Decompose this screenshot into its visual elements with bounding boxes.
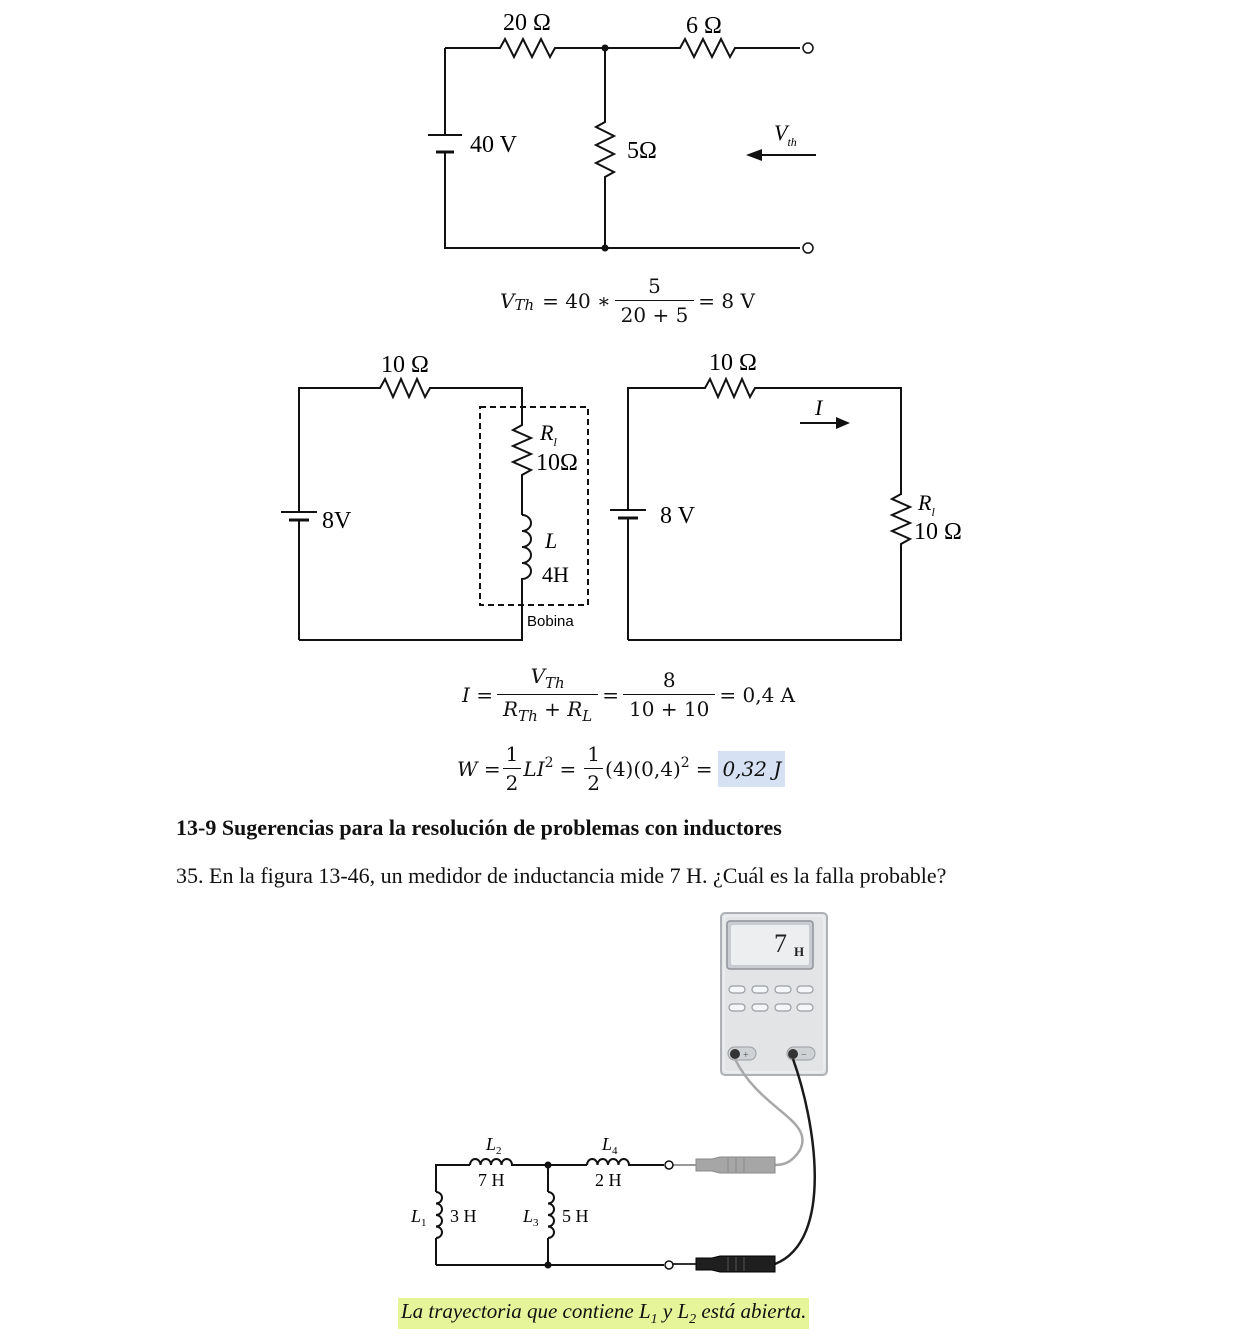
- current-fraction-2-numerator: 8: [662, 668, 676, 692]
- vth-subscript: Th: [514, 295, 535, 314]
- answer-caption: La trayectoria que contiene L1 y L2 está…: [398, 1298, 810, 1330]
- vth-equals-40: = 40 ∗: [542, 288, 611, 313]
- load-resistance-symbol: Rl: [917, 490, 935, 519]
- energy-li: LI: [523, 756, 545, 781]
- meter-buttons[interactable]: [728, 985, 814, 1012]
- vth-fraction: 5 20 + 5: [614, 274, 695, 327]
- coil-box-label: Bobina: [527, 613, 574, 630]
- coil-resistance-value: 10Ω: [536, 450, 578, 476]
- energy-half-2: 1 2: [584, 742, 604, 795]
- meter-reading: 7: [774, 929, 787, 958]
- energy-equals-2: =: [695, 756, 713, 781]
- coil-resistance-symbol: Rl: [539, 420, 557, 449]
- coil-circuit-diagram: 10 Ω 8V Rl 10Ω L 4H Bobina: [281, 352, 589, 641]
- inductor-l4-value: 2 H: [595, 1170, 622, 1190]
- energy-substitution: (4)(0,4): [605, 756, 681, 781]
- inductor-l1-label: L1: [410, 1206, 427, 1229]
- vth-label: Vth: [774, 120, 797, 149]
- current-fraction-2-denominator: 10 + 10: [623, 694, 716, 721]
- negative-probe[interactable]: [672, 1255, 776, 1273]
- meter-minus-sign: −: [801, 1050, 807, 1061]
- meter-negative-jack[interactable]: [788, 1049, 798, 1059]
- inductance-meter-figure: 7 H + − L2 7 H L4 2 H L1 3 H L3: [410, 912, 828, 1273]
- vth-result: = 8 V: [698, 288, 755, 313]
- inductor-value: 4H: [542, 562, 569, 587]
- inductor-l2-label: L2: [485, 1134, 502, 1157]
- inductor-symbol: L: [544, 528, 557, 553]
- inductor-l3-label: L3: [522, 1206, 539, 1229]
- meter-negative-lead: [774, 1058, 816, 1266]
- current-result: = 0,4 A: [719, 682, 796, 707]
- load-resistance-value: 10 Ω: [914, 519, 962, 545]
- meter-plus-sign: +: [743, 1050, 749, 1061]
- positive-probe[interactable]: [672, 1156, 776, 1174]
- resistor-5-label: 5Ω: [627, 138, 657, 164]
- inductor-l1-value: 3 H: [450, 1206, 477, 1226]
- equiv-circuit-source-label: 8 V: [660, 503, 696, 529]
- coil-circuit-r-label: 10 Ω: [381, 352, 429, 378]
- inductor-l3-value: 5 H: [562, 1206, 589, 1226]
- resistor-20-label: 20 Ω: [503, 10, 551, 36]
- vth-numerator: 5: [648, 274, 661, 298]
- section-heading: 13-9 Sugerencias para la resolución de p…: [176, 815, 782, 840]
- meter-positive-jack[interactable]: [730, 1049, 740, 1059]
- meter-unit: H: [794, 944, 804, 959]
- energy-result-highlight: 0,32 J: [718, 750, 786, 787]
- current-fraction-1-numerator: VTh: [530, 664, 565, 692]
- current-lhs: I =: [462, 682, 494, 707]
- current-equation: I = VTh RTh + RL = 8 10 + 10 = 0,4 A: [462, 664, 795, 725]
- current-fraction-2: 8 10 + 10: [623, 668, 716, 721]
- vth-denominator: 20 + 5: [614, 300, 695, 327]
- energy-half-1: 1 2: [502, 742, 522, 795]
- vth-symbol: V: [500, 288, 515, 313]
- source-40v-label: 40 V: [470, 132, 518, 158]
- problem-text: 35. En la figura 13-46, un medidor de in…: [176, 863, 947, 888]
- current-equals: =: [602, 682, 620, 707]
- current-fraction-1-denominator: RTh + RL: [497, 694, 599, 725]
- meter-positive-lead: [733, 1058, 804, 1167]
- current-label: I: [814, 395, 824, 420]
- energy-lhs: W =: [457, 756, 501, 781]
- equivalent-circuit-diagram: 10 Ω I 8 V Rl 10 Ω: [610, 350, 962, 641]
- inductor-l2-value: 7 H: [478, 1170, 505, 1190]
- inductor-l4-label: L4: [601, 1134, 618, 1157]
- thevenin-circuit-diagram: 20 Ω 6 Ω 40 V 5Ω Vth: [428, 10, 816, 254]
- equiv-circuit-r-label: 10 Ω: [709, 350, 757, 376]
- energy-equals: =: [559, 756, 577, 781]
- resistor-6-label: 6 Ω: [686, 13, 722, 39]
- current-fraction-1: VTh RTh + RL: [497, 664, 599, 725]
- coil-circuit-source-label: 8V: [322, 508, 352, 534]
